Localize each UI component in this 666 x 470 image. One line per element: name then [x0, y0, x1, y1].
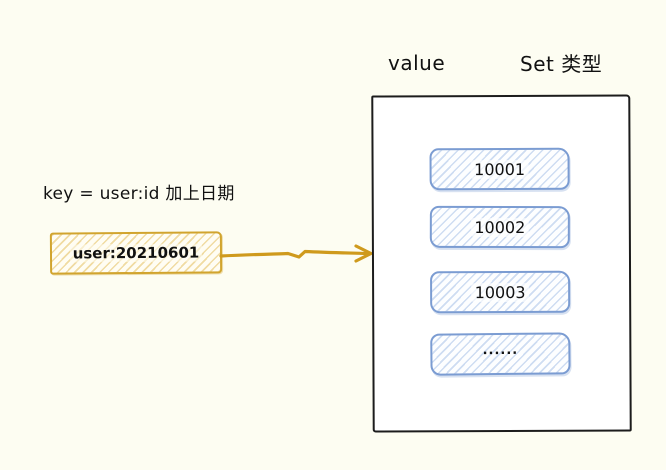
arrow-shaft — [219, 249, 368, 259]
set-member-value: 10001 — [470, 159, 530, 179]
set-member-box: 10001 — [429, 147, 570, 191]
key-box: user:20210601 — [49, 231, 223, 275]
set-member-value: ...... — [482, 342, 519, 358]
set-member-value: 10002 — [470, 217, 530, 237]
set-container: 10001 10002 10003 ...... — [371, 94, 632, 433]
key-formula-label: key = user:id 加上日期 — [43, 184, 235, 204]
set-member-value: 10003 — [470, 282, 530, 302]
arrow-head — [354, 244, 373, 263]
value-column-label: value — [388, 51, 446, 75]
set-member-box: ...... — [430, 332, 571, 376]
key-box-text: user:20210601 — [69, 243, 203, 263]
set-type-label: Set 类型 — [520, 52, 603, 76]
set-member-box: 10002 — [429, 205, 570, 249]
set-member-box: 10003 — [430, 270, 571, 314]
